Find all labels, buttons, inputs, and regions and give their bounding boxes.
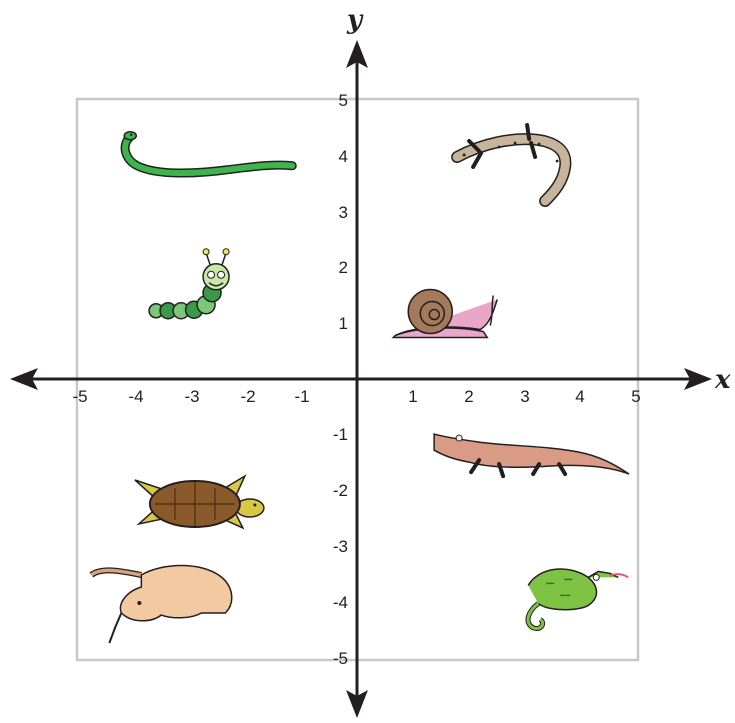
opossum-icon	[89, 564, 233, 644]
x-tick-label: 5	[631, 387, 640, 406]
x-tick-label: -5	[72, 387, 87, 406]
x-tick-label: -1	[294, 387, 309, 406]
y-tick-label: 5	[339, 91, 348, 110]
crocodile-icon	[433, 433, 630, 479]
x-tick-label: -4	[128, 387, 143, 406]
chameleon-icon	[525, 568, 629, 631]
y-tick-labels: 5 4 3 2 1 -1 -2 -3 -4 -5	[333, 91, 348, 668]
lizard-icon	[451, 122, 572, 207]
y-tick-label: 4	[339, 147, 348, 166]
y-axis-label: y	[346, 5, 364, 35]
y-tick-label: -3	[333, 537, 348, 556]
x-tick-label: -3	[184, 387, 199, 406]
x-tick-label: 3	[520, 387, 529, 406]
y-tick-label: -5	[333, 649, 348, 668]
x-axis	[10, 368, 712, 390]
y-tick-label: -4	[333, 593, 348, 612]
caterpillar-icon	[148, 248, 230, 320]
x-tick-label: 1	[408, 387, 417, 406]
x-tick-label: 2	[464, 387, 473, 406]
y-tick-label: -2	[333, 481, 348, 500]
x-axis-label: x	[714, 365, 731, 395]
x-tick-labels: -5 -4 -3 -2 -1 1 2 3 4 5	[72, 387, 640, 406]
snake-icon	[120, 131, 297, 178]
x-tick-label: -2	[240, 387, 255, 406]
y-tick-label: 3	[339, 203, 348, 222]
snail-icon	[391, 288, 498, 339]
x-tick-label: 4	[575, 387, 584, 406]
y-axis	[346, 40, 368, 718]
y-tick-label: 2	[339, 258, 348, 277]
y-tick-label: -1	[333, 425, 348, 444]
turtle-icon	[134, 474, 265, 530]
y-tick-label: 1	[339, 314, 348, 333]
animals-layer	[89, 122, 630, 644]
